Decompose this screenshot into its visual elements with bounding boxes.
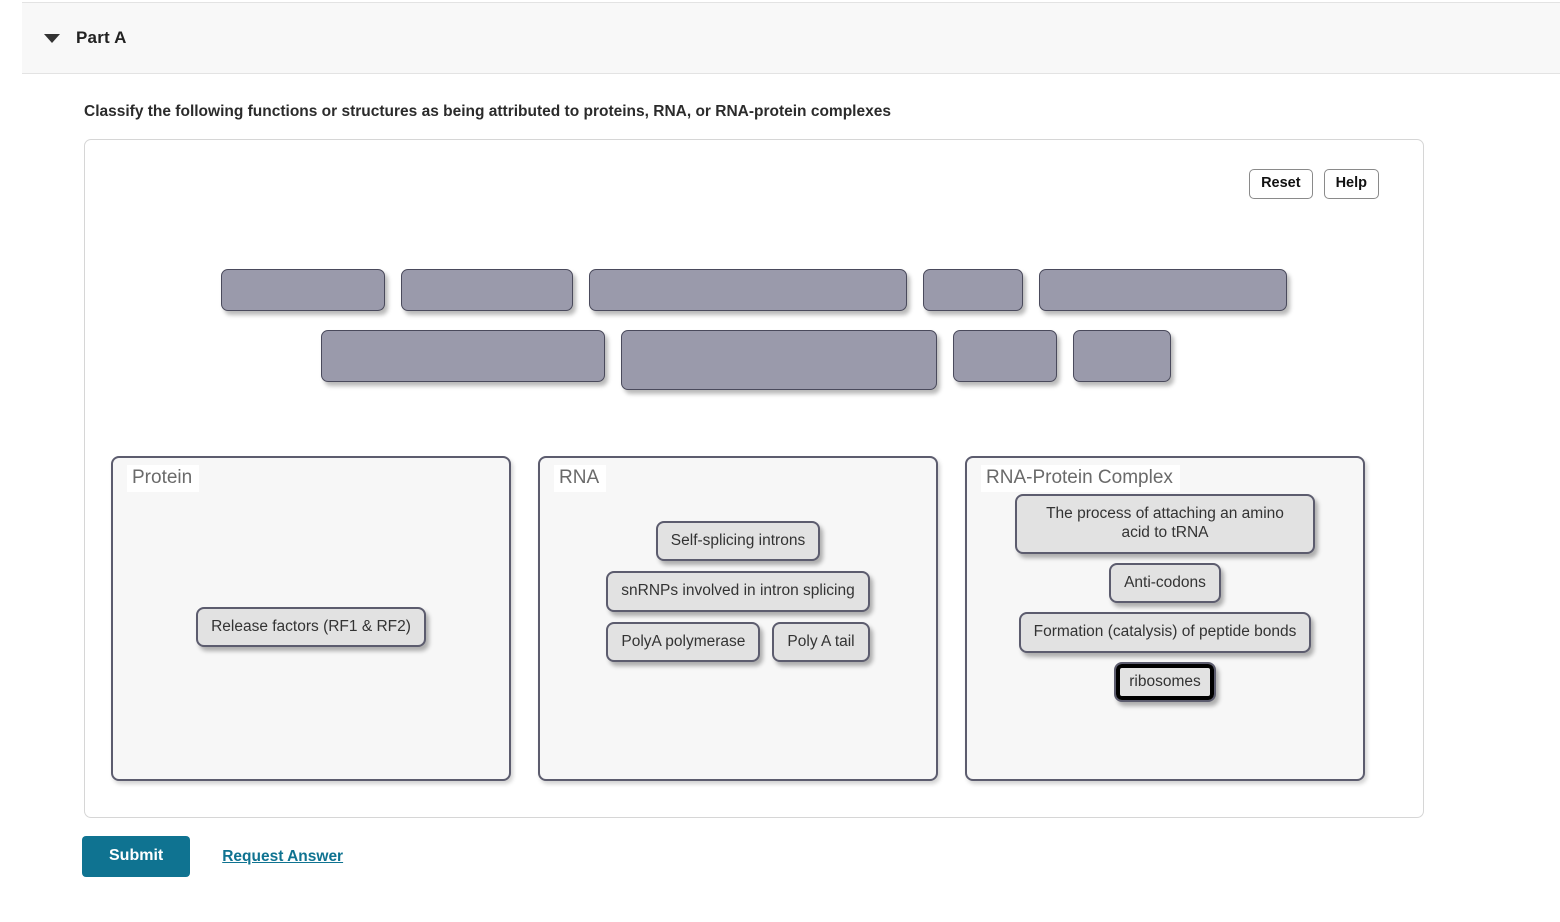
help-button[interactable]: Help: [1323, 169, 1379, 199]
chevron-down-icon[interactable]: [44, 33, 60, 43]
empty-source-slot[interactable]: [221, 269, 385, 311]
part-header[interactable]: Part A: [22, 2, 1560, 74]
empty-source-slot[interactable]: [923, 269, 1023, 311]
empty-source-slot[interactable]: [621, 330, 937, 390]
drop-zone-items: The process of attaching an amino acid t…: [967, 494, 1363, 702]
reset-button[interactable]: Reset: [1249, 169, 1313, 199]
answer-chip[interactable]: Release factors (RF1 & RF2): [196, 607, 426, 648]
source-bank-row-1: [221, 269, 1287, 311]
activity-toolbar: Reset Help: [1249, 169, 1379, 199]
answer-chip[interactable]: Formation (catalysis) of peptide bonds: [1018, 612, 1312, 653]
question-prompt: Classify the following functions or stru…: [84, 103, 891, 120]
answer-chip[interactable]: PolyA polymerase: [606, 621, 761, 663]
answer-chip[interactable]: The process of attaching an amino acid t…: [1015, 494, 1315, 554]
page-title: Part A: [76, 28, 127, 47]
answer-chip[interactable]: ribosomes: [1114, 661, 1216, 702]
drop-zone-items: Self-splicing introns snRNPs involved in …: [540, 521, 936, 663]
answer-chip[interactable]: Poly A tail: [772, 621, 870, 663]
drop-zone-label: RNA-Protein Complex: [981, 465, 1180, 492]
submit-button[interactable]: Submit: [82, 836, 191, 877]
empty-source-slot[interactable]: [1039, 269, 1287, 311]
empty-source-slot[interactable]: [953, 330, 1057, 382]
answer-chip[interactable]: Anti-codons: [1109, 562, 1221, 604]
request-answer-link[interactable]: Request Answer: [222, 847, 344, 865]
drop-zone-items: Release factors (RF1 & RF2): [113, 607, 509, 648]
footer-actions: Submit Request Answer: [82, 836, 343, 877]
empty-source-slot[interactable]: [401, 269, 573, 311]
answer-chip-row: PolyA polymerase Poly A tail: [606, 621, 870, 663]
drop-zone-label: Protein: [127, 465, 200, 492]
empty-source-slot[interactable]: [589, 269, 907, 311]
answer-chip[interactable]: Self-splicing introns: [655, 521, 821, 562]
drop-zone-label: RNA: [554, 465, 607, 492]
empty-source-slot[interactable]: [1073, 330, 1171, 382]
source-bank-row-2: [321, 330, 1171, 390]
empty-source-slot[interactable]: [321, 330, 605, 382]
drop-zone-rna[interactable]: RNA Self-splicing introns snRNPs involved …: [538, 456, 938, 781]
answer-chip[interactable]: snRNPs involved in intron splicing: [606, 571, 870, 612]
